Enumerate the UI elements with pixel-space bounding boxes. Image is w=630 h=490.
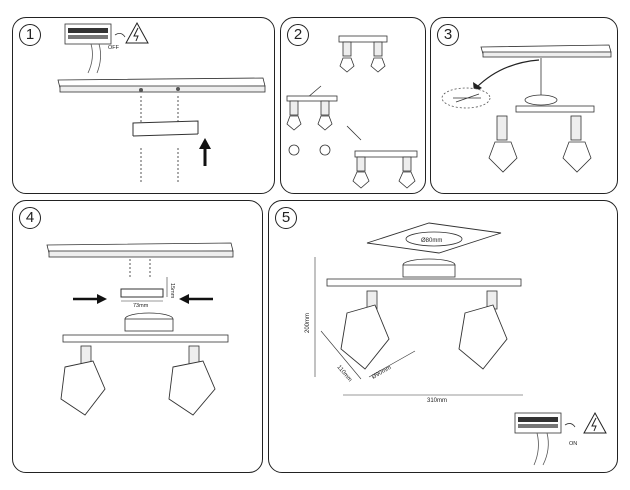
power-off-label: OFF	[108, 45, 120, 51]
step-4-panel: 4 73mm 15mm	[12, 200, 263, 473]
mounting-bracket	[132, 87, 199, 183]
curved-arrow-icon	[114, 33, 126, 38]
arm-length-label: 110mm	[335, 364, 352, 383]
arrow-icon	[475, 59, 540, 89]
high-voltage-warning-icon	[583, 411, 607, 434]
curved-arrow-icon	[564, 423, 576, 428]
step-4-number: 4	[19, 207, 41, 229]
cage-diameter-label: Ø90mm	[371, 365, 392, 381]
lamp-assembled-top	[338, 35, 388, 73]
base-diameter-label: Ø80mm	[421, 238, 442, 244]
ceiling-mount-plate	[57, 77, 266, 93]
ceiling-mount-plate	[46, 242, 234, 258]
step-5-number: 5	[275, 207, 297, 229]
step-2-panel: 2	[280, 17, 426, 194]
lamp-fixture	[488, 58, 595, 173]
step-1-panel: 1 OFF	[12, 17, 275, 194]
power-on-label: ON	[569, 441, 577, 447]
step-3-illustration	[441, 44, 612, 173]
width-dimension-label: 310mm	[427, 398, 447, 404]
step-3-panel: 3	[430, 17, 618, 194]
terminal-block-icon	[514, 412, 562, 466]
step-2-number: 2	[287, 24, 309, 46]
height-dimension-label: 200mm	[305, 313, 311, 333]
bracket-width-label: 73mm	[133, 303, 149, 309]
bracket-height-label: 15mm	[169, 283, 175, 299]
step-3-number: 3	[437, 24, 459, 46]
terminal-block-icon	[64, 23, 112, 74]
arrow-icon	[346, 125, 362, 141]
step-4-illustration: 73mm 15mm	[46, 242, 234, 416]
step-5-panel: 5 Ø80mm 200mm 110mm Ø90mm 310mm ON	[268, 200, 618, 473]
step-1-illustration: OFF	[57, 21, 266, 183]
lamp-fixture	[326, 258, 522, 370]
step-1-number: 1	[19, 24, 41, 46]
step-2-illustration	[286, 35, 418, 189]
lamp-bulb-removal	[286, 95, 338, 156]
lamp-fixture	[60, 312, 229, 416]
step-5-illustration: Ø80mm 200mm 110mm Ø90mm 310mm ON	[305, 222, 607, 466]
mounting-bracket	[120, 277, 168, 302]
lamp-assembled-bottom	[352, 150, 418, 189]
ceiling-mount-plate	[480, 44, 612, 58]
high-voltage-warning-icon	[125, 21, 149, 44]
arrow-icon	[199, 138, 211, 149]
